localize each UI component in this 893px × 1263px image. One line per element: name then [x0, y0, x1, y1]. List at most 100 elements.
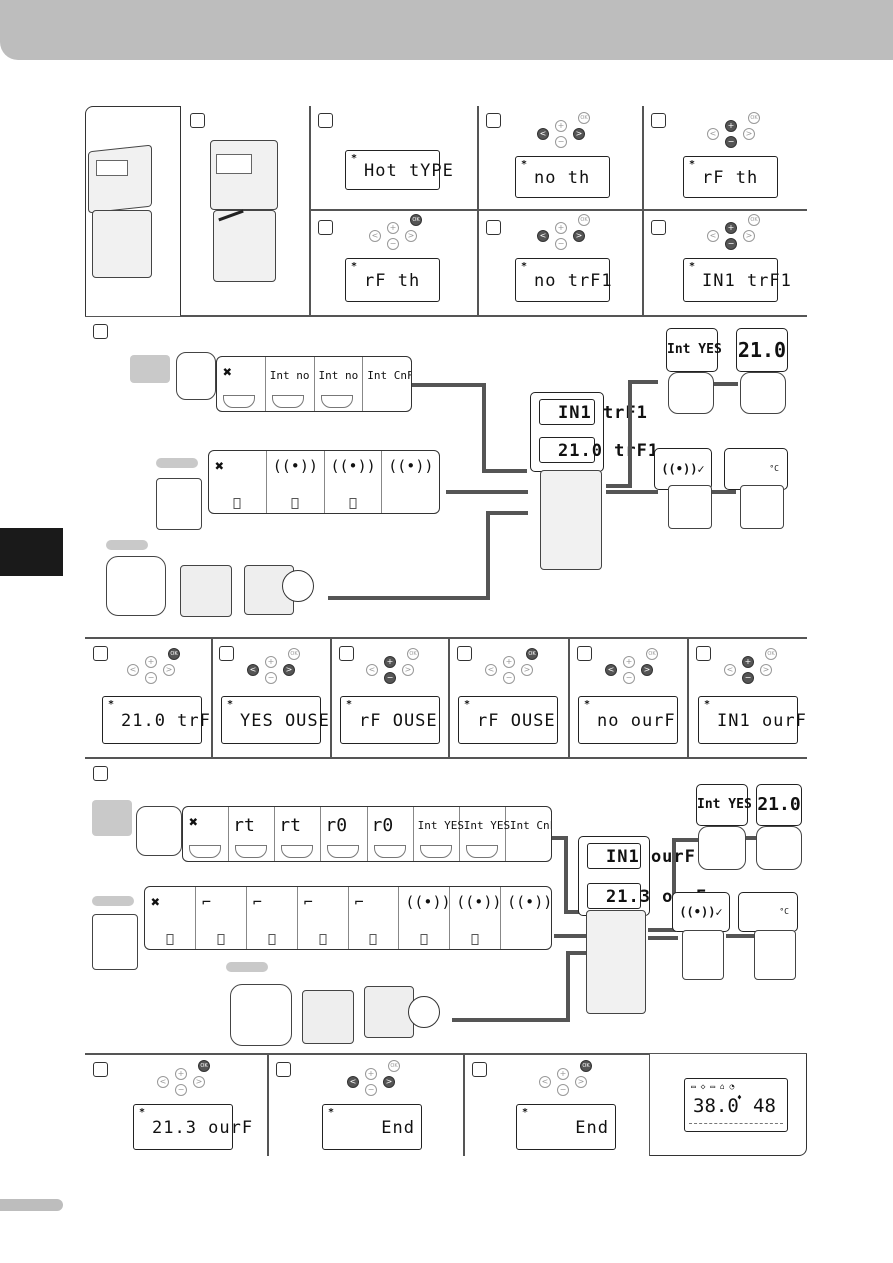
right-button[interactable]: >: [573, 230, 585, 242]
step-number-16: [93, 1062, 108, 1077]
left-button[interactable]: <: [247, 664, 259, 676]
ok-button[interactable]: OK: [580, 1060, 592, 1072]
lcd-star: *: [351, 153, 358, 164]
plus-button[interactable]: +: [623, 656, 635, 668]
right-button[interactable]: >: [575, 1076, 587, 1088]
minus-button[interactable]: −: [555, 238, 567, 250]
right-button[interactable]: >: [573, 128, 585, 140]
controller-press-illustration: [210, 140, 300, 290]
thermostat-type-label: [156, 458, 198, 468]
ok-button[interactable]: OK: [748, 214, 760, 226]
left-button[interactable]: <: [539, 1076, 551, 1088]
plus-button[interactable]: +: [365, 1068, 377, 1080]
minus-button[interactable]: −: [725, 136, 737, 148]
ok-button[interactable]: OK: [198, 1060, 210, 1072]
lcd-star: *: [689, 159, 696, 170]
minus-button[interactable]: −: [555, 136, 567, 148]
right-button[interactable]: >: [163, 664, 175, 676]
minus-button[interactable]: −: [265, 672, 277, 684]
thermostat-dial: [136, 806, 182, 856]
ok-button[interactable]: OK: [407, 648, 419, 660]
right-button[interactable]: >: [760, 664, 772, 676]
plus-button[interactable]: +: [555, 120, 567, 132]
plus-button[interactable]: +: [265, 656, 277, 668]
right-button[interactable]: >: [283, 664, 295, 676]
ok-button[interactable]: OK: [526, 648, 538, 660]
arrow-connector: [554, 934, 586, 938]
right-button[interactable]: >: [193, 1076, 205, 1088]
minus-button[interactable]: −: [387, 238, 399, 250]
int-yes-bubble: Int YES: [666, 328, 722, 372]
strip-segment: rt: [275, 807, 322, 861]
right-button[interactable]: >: [383, 1076, 395, 1088]
ok-button[interactable]: OK: [765, 648, 777, 660]
left-button[interactable]: <: [537, 128, 549, 140]
ok-button[interactable]: OK: [646, 648, 658, 660]
left-button[interactable]: <: [537, 230, 549, 242]
right-button[interactable]: >: [402, 664, 414, 676]
ok-button[interactable]: OK: [410, 214, 422, 226]
plus-button[interactable]: +: [145, 656, 157, 668]
sensor-icon: ⌐: [201, 893, 211, 911]
ok-button[interactable]: OK: [168, 648, 180, 660]
step-number-7: [651, 220, 666, 235]
left-button[interactable]: <: [485, 664, 497, 676]
right-button[interactable]: >: [743, 230, 755, 242]
left-button[interactable]: <: [724, 664, 736, 676]
minus-button[interactable]: −: [175, 1084, 187, 1096]
lcd-text: no th: [534, 168, 591, 188]
thermostat-backplate: [364, 986, 414, 1038]
unit-bubble: °C: [738, 892, 798, 932]
lcd-text: IN1 trF1: [702, 271, 792, 291]
plus-button[interactable]: +: [384, 656, 396, 668]
plus-button[interactable]: +: [387, 222, 399, 234]
right-button[interactable]: >: [521, 664, 533, 676]
sensor-icon: ⌐: [354, 893, 364, 911]
lcd-display: * IN1 trF1: [683, 258, 792, 302]
left-button[interactable]: <: [369, 230, 381, 242]
rf-segment: ((•)): [399, 887, 451, 949]
plus-button[interactable]: +: [503, 656, 515, 668]
sensor-icon: ⌐: [303, 893, 313, 911]
minus-button[interactable]: −: [365, 1084, 377, 1096]
left-button[interactable]: <: [366, 664, 378, 676]
step-number-6: [486, 220, 501, 235]
lcd-display: *no ourF: [578, 696, 678, 744]
left-button[interactable]: <: [605, 664, 617, 676]
ok-button[interactable]: OK: [578, 214, 590, 226]
step-number-15: [93, 766, 108, 781]
plus-button[interactable]: +: [175, 1068, 187, 1080]
plus-button[interactable]: +: [725, 222, 737, 234]
minus-button[interactable]: −: [384, 672, 396, 684]
lcd-display: * rF th: [683, 156, 778, 198]
ok-button[interactable]: OK: [388, 1060, 400, 1072]
minus-button[interactable]: −: [742, 672, 754, 684]
minus-button[interactable]: −: [725, 238, 737, 250]
plus-button[interactable]: +: [555, 222, 567, 234]
step-number-9: [93, 646, 108, 661]
left-button[interactable]: <: [707, 128, 719, 140]
ok-button[interactable]: OK: [578, 112, 590, 124]
lcd-display: * Hot tYPE: [345, 150, 453, 190]
left-button[interactable]: <: [347, 1076, 359, 1088]
step-number-17: [276, 1062, 291, 1077]
minus-button[interactable]: −: [145, 672, 157, 684]
minus-button[interactable]: −: [557, 1084, 569, 1096]
right-button[interactable]: >: [405, 230, 417, 242]
ok-button[interactable]: OK: [288, 648, 300, 660]
minus-button[interactable]: −: [623, 672, 635, 684]
plus-button[interactable]: +: [557, 1068, 569, 1080]
ok-button[interactable]: OK: [748, 112, 760, 124]
left-button[interactable]: <: [157, 1076, 169, 1088]
plus-button[interactable]: +: [742, 656, 754, 668]
strip-segment: Int CnF: [509, 819, 552, 832]
lcd-display: *End: [516, 1104, 616, 1150]
plus-button[interactable]: +: [725, 120, 737, 132]
right-button[interactable]: >: [743, 128, 755, 140]
left-button[interactable]: <: [707, 230, 719, 242]
left-button[interactable]: <: [127, 664, 139, 676]
lcd-display: *YES OUSE: [221, 696, 329, 744]
right-button[interactable]: >: [641, 664, 653, 676]
minus-button[interactable]: −: [503, 672, 515, 684]
lcd-star: *: [351, 261, 358, 272]
